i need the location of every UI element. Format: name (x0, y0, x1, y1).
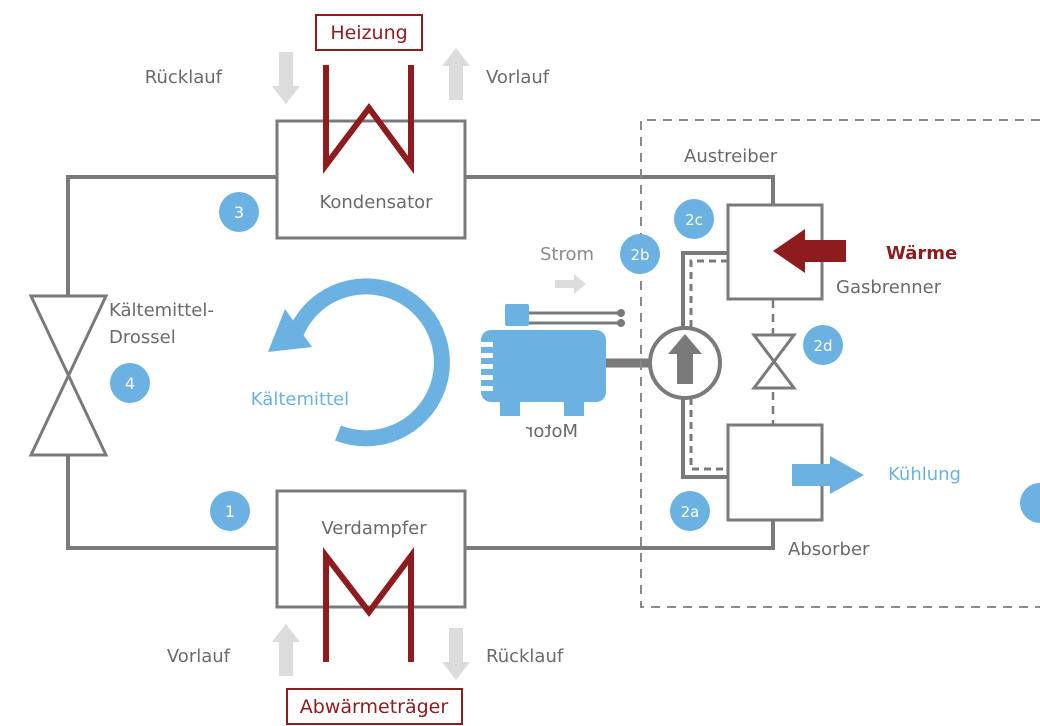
badge-3: 3 (219, 192, 259, 232)
solution-pipe (681, 251, 728, 479)
pump-arrow-up-icon (668, 334, 702, 384)
badge-2c: 2c (674, 199, 714, 239)
throttle-valve-icon (28, 294, 109, 457)
throttle-label-line1: Kältemittel- (109, 300, 214, 321)
cooling-label: Kühlung (888, 464, 961, 485)
solution-valve-icon (750, 333, 798, 390)
top-left-pipe (66, 175, 277, 296)
absorption-unit-boundary (640, 119, 1040, 608)
badge-2b: 2b (620, 234, 660, 274)
condenser-label: Kondensator (319, 192, 433, 213)
gas-burner-label: Gasbrenner (836, 277, 942, 298)
evaporator-label: Verdampfer (321, 518, 427, 539)
power-arrow-icon (555, 274, 586, 294)
svg-text:3: 3 (234, 203, 244, 222)
power-label: Strom (540, 244, 594, 265)
waste-heat-return-label: Rücklauf (486, 646, 564, 667)
top-right-pipe (465, 175, 775, 205)
heat-input-arrow-icon (773, 229, 846, 273)
evaporator-heat-coil (323, 547, 414, 662)
svg-text:2d: 2d (813, 337, 832, 355)
svg-text:4: 4 (125, 374, 135, 393)
desorber-label: Austreiber (684, 146, 778, 167)
refrigerant-cycle-arrow-icon (287, 278, 450, 447)
evaporator-box (275, 489, 467, 609)
heating-label: Heizung (330, 22, 407, 44)
heat-label: Wärme (886, 243, 957, 264)
refrigerant-label: Kältemittel (251, 389, 349, 410)
waste-heat-label-box (286, 688, 463, 725)
bottom-left-pipe (66, 455, 277, 550)
badge-4: 4 (110, 363, 150, 403)
circuit-lines (66, 175, 775, 550)
badge-2d: 2d (803, 325, 843, 365)
badge-1: 1 (210, 491, 250, 531)
badge-2a: 2a (670, 491, 710, 531)
waste-heat-label: Abwärmeträger (300, 696, 449, 718)
condenser-box (275, 119, 467, 240)
waste-heat-return-arrow-down (442, 628, 470, 680)
bottom-right-pipe (465, 520, 775, 550)
heating-return-label: Rücklauf (145, 67, 223, 88)
absorber-label: Absorber (788, 539, 870, 560)
heating-label-box (315, 14, 423, 51)
badge-partial-edge (1020, 483, 1040, 523)
svg-text:2a: 2a (681, 503, 700, 521)
heating-return-arrow-down (272, 52, 300, 104)
condenser-heating-coil (323, 65, 414, 175)
motor-label: Motor (525, 421, 578, 442)
waste-heat-supply-label: Vorlauf (167, 646, 231, 667)
throttle-label-line2: Drossel (109, 327, 176, 348)
heating-supply-label: Vorlauf (486, 67, 550, 88)
waste-heat-supply-arrow-up (272, 624, 300, 676)
svg-text:1: 1 (225, 502, 235, 521)
svg-text:2b: 2b (630, 246, 649, 264)
heating-supply-arrow-up (442, 48, 470, 100)
motor-icon (481, 304, 625, 416)
svg-text:2c: 2c (685, 211, 703, 229)
refrigerant-cycle-arrowhead (268, 309, 312, 352)
cooling-output-arrow-icon (792, 456, 864, 494)
